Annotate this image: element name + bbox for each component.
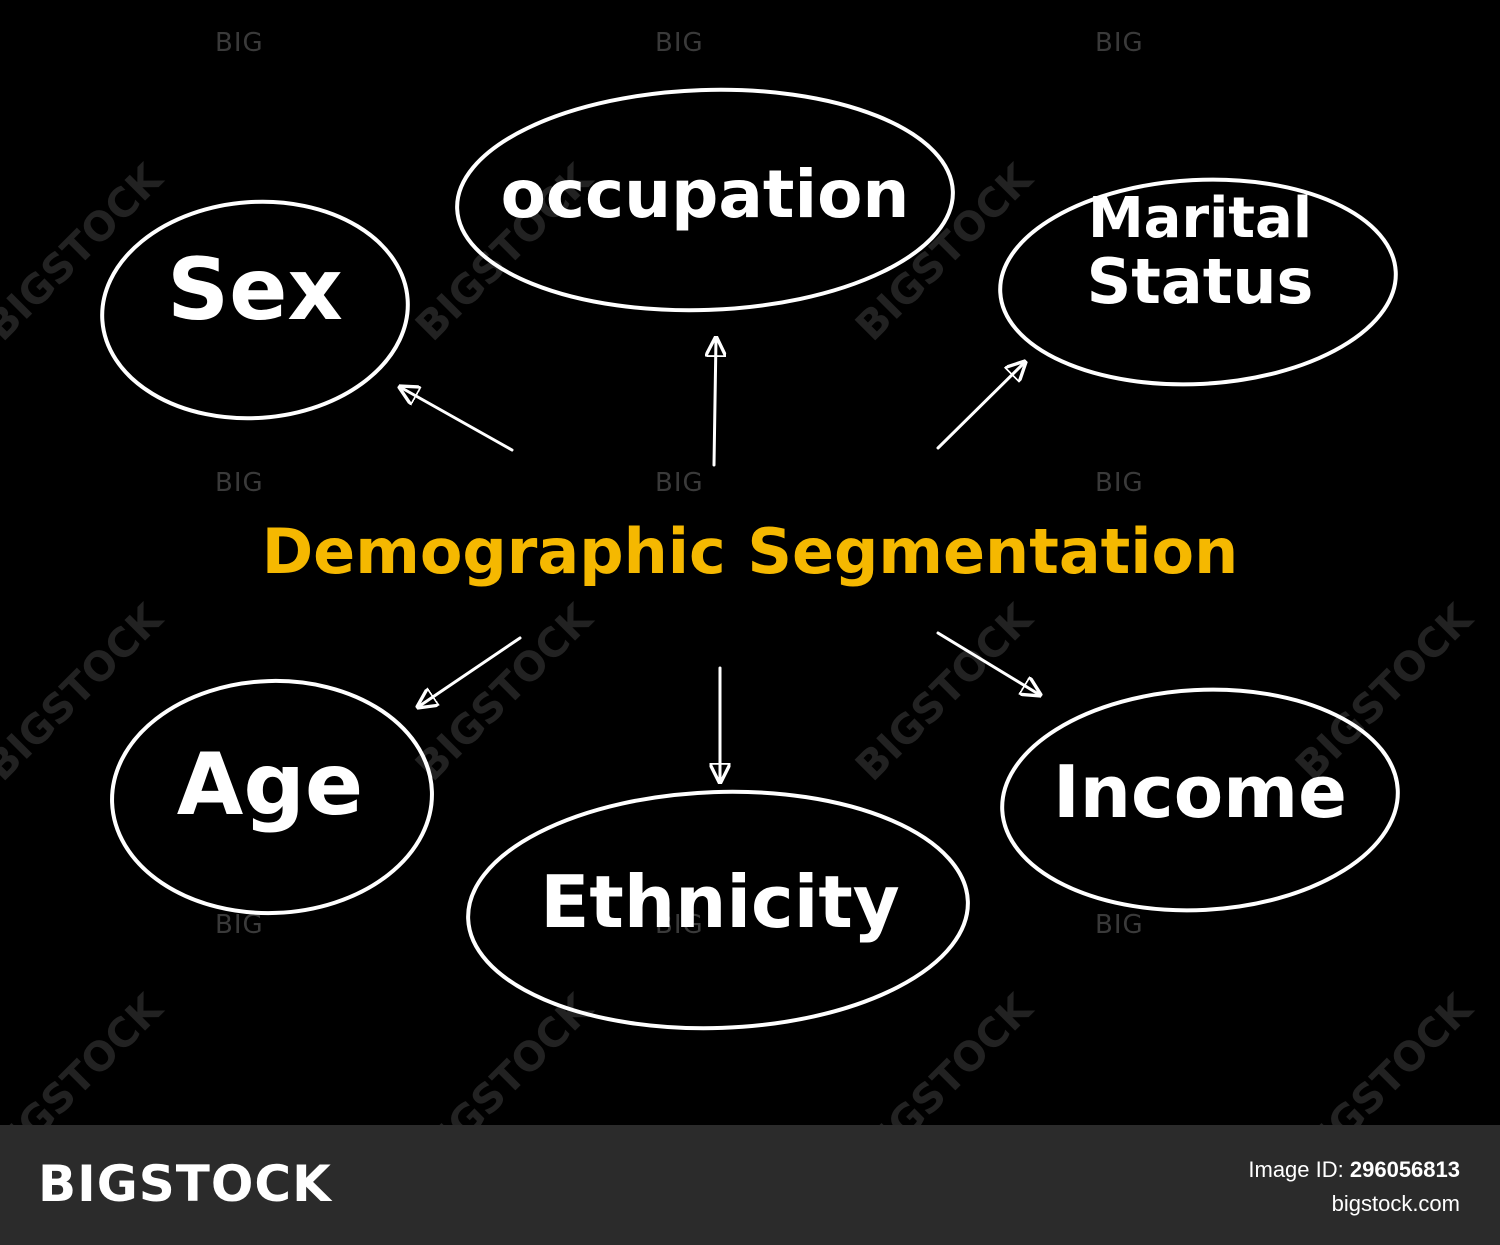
node-ellipse-ethnicity [466, 789, 970, 1031]
stock-footer-bar: BIGSTOCK Image ID: 296056813 bigstock.co… [0, 1125, 1500, 1245]
node-ellipse-marital [998, 177, 1398, 387]
arrow-to-income [936, 631, 1040, 695]
node-label-marital-line1: Marital [1087, 186, 1313, 251]
footer-image-id-value: 296056813 [1349, 1157, 1460, 1182]
footer-image-id: Image ID: 296056813 [1248, 1153, 1460, 1187]
arrow-to-age [418, 636, 522, 707]
node-label-occupation: occupation [500, 156, 910, 233]
node-label-marital-line2: Status [1086, 244, 1314, 318]
node-ellipse-income [1000, 687, 1400, 913]
arrow-to-occupation [714, 338, 716, 467]
node-label-ethnicity: Ethnicity [540, 860, 900, 944]
footer-image-id-label: Image ID: [1248, 1157, 1344, 1182]
footer-info: Image ID: 296056813 bigstock.com [1248, 1153, 1460, 1221]
diagram-shapes [100, 87, 1400, 1031]
center-topic: Demographic Segmentation [261, 515, 1239, 588]
node-ellipse-occupation [455, 87, 955, 313]
node-label-sex: Sex [167, 240, 343, 340]
node-ellipse-sex [100, 199, 410, 421]
node-ellipse-age [110, 678, 434, 916]
arrow-to-marital [936, 362, 1025, 450]
mind-map-diagram: BIG BIG BIG BIG BIG BIG BIG BIG BIG BIGS… [0, 28, 1482, 1181]
node-label-marital-status: Marital Status [1010, 186, 1390, 318]
node-label-income: Income [1052, 750, 1348, 834]
node-label-age: Age [176, 735, 364, 835]
arrow-to-sex [400, 387, 514, 452]
footer-site: bigstock.com [1331, 1191, 1460, 1216]
footer-brand-logo: BIGSTOCK [38, 1155, 332, 1213]
